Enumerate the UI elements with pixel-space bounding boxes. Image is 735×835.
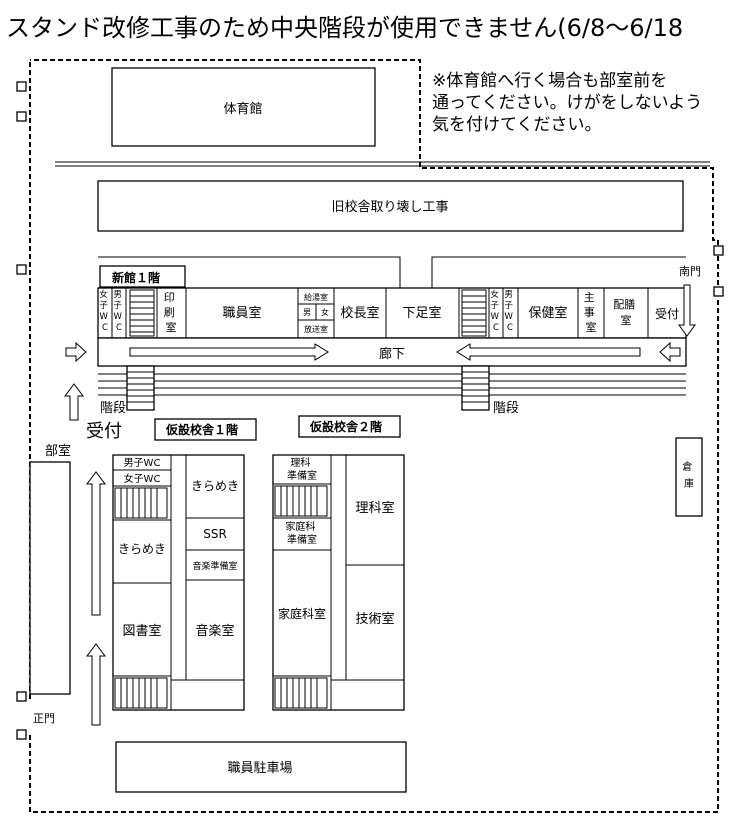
health-room: 保健室 [528, 305, 567, 321]
gate-post [16, 264, 27, 275]
club-room-label: 部室 [45, 443, 71, 459]
temp2-home-prep: 家庭科 準備室 [285, 520, 318, 546]
notice-line-1: ※体育館へ行く場合も部室前を [432, 71, 667, 91]
new-building-top [98, 256, 686, 288]
parking [115, 741, 407, 793]
serving-room: 配膳 室 [613, 297, 639, 327]
stairs-left [126, 365, 155, 411]
boys-wc: 男 子 W C [113, 290, 124, 333]
temp1-tag [154, 418, 257, 441]
shinkan-label: 新館１階 [112, 270, 160, 285]
gate-post [16, 111, 27, 122]
gate-post [16, 81, 27, 92]
page-title: スタンド改修工事のため中央階段が使用できません(6/8〜6/18 [6, 14, 683, 42]
warehouse [675, 437, 703, 517]
temp1-kirameki-left: きらめき [118, 542, 166, 556]
entry-arrow-right [659, 341, 681, 363]
temp1-girls-wc: 女子WC [124, 472, 161, 485]
temp2-science-room: 理科室 [355, 500, 394, 516]
notice-line-3: 気を付けてください。 [432, 115, 602, 135]
stairs-left-block [129, 289, 155, 337]
stairs-right-label: 階段 [493, 401, 519, 416]
club-room [29, 461, 71, 695]
gate-post [16, 691, 27, 702]
corridor-arrow-left [456, 343, 641, 361]
broadcast-room: 放送室 [304, 324, 328, 334]
principal-room: 校長室 [340, 305, 379, 321]
temp1-music-prep: 音楽準備室 [192, 560, 237, 572]
notice-line-2: 通ってください。けがをしないよう [432, 93, 702, 113]
female-small: 女 [321, 307, 329, 317]
parking-label: 職員駐車場 [227, 761, 292, 776]
temp1-boys-wc: 男子WC [124, 457, 161, 469]
reception-left: 受付 [86, 421, 122, 442]
gate-post [713, 286, 724, 297]
stairs-right-block [461, 289, 487, 337]
temp2-stairs-upper [274, 485, 328, 517]
path-arrow-lower [86, 643, 106, 726]
shoe-room: 下足室 [402, 305, 441, 321]
new-building-rooms [97, 287, 687, 339]
boys-wc-2: 男 子 W C [504, 290, 515, 333]
warehouse-label: 倉 庫 [682, 460, 695, 490]
kyushoku-room: 給湯室 [304, 292, 328, 302]
corridor-label: 廊下 [379, 346, 405, 362]
gate-post [713, 245, 724, 256]
corridor-arrow-right [129, 343, 329, 361]
temp1-stairs-upper [114, 487, 168, 519]
temp2-home-room: 家庭科室 [278, 606, 326, 621]
entry-arrow-left [65, 341, 87, 363]
path-arrow-upper [86, 471, 106, 616]
gate-post [16, 729, 27, 740]
temp2-science-prep: 理科 準備室 [287, 456, 317, 482]
temp1-label: 仮設校舎１階 [165, 422, 238, 437]
shinkan-tag [99, 265, 186, 288]
gym [111, 67, 376, 147]
main-gate-label: 正門 [33, 712, 55, 725]
temp1-stairs-lower [114, 677, 168, 709]
temp2-label: 仮設校舎２階 [309, 419, 382, 434]
south-gate-arrow [678, 284, 696, 337]
temp1-library: 図書室 [122, 623, 161, 639]
stand-lines [98, 373, 686, 396]
temp2-tech-room: 技術室 [355, 611, 394, 627]
reception-right: 受付 [655, 307, 679, 321]
temp1-music-room: 音楽室 [195, 623, 234, 639]
temp1-kirameki-right: きらめき [191, 479, 239, 493]
temp2-stairs-lower [274, 677, 328, 709]
up-arrow [64, 383, 84, 421]
stairs-right [461, 365, 490, 411]
old-building-label: 旧校舎取り壊し工事 [331, 199, 448, 215]
girls-wc-2: 女 子 W C [490, 289, 501, 333]
old-building [97, 180, 684, 232]
temp2-tag [298, 415, 401, 438]
girls-wc: 女 子 W C [99, 289, 110, 333]
gym-label: 体育館 [223, 101, 262, 117]
staff-room: 職員室 [222, 305, 261, 321]
chief-room: 主 事 室 [584, 291, 599, 334]
south-gate-label: 南門 [679, 265, 701, 278]
temp-building-2 [272, 454, 405, 711]
male-small: 男 [303, 308, 311, 317]
temp1-ssr: SSR [203, 527, 227, 541]
stairs-left-label: 階段 [100, 401, 126, 416]
print-room: 印 刷 室 [164, 291, 179, 334]
